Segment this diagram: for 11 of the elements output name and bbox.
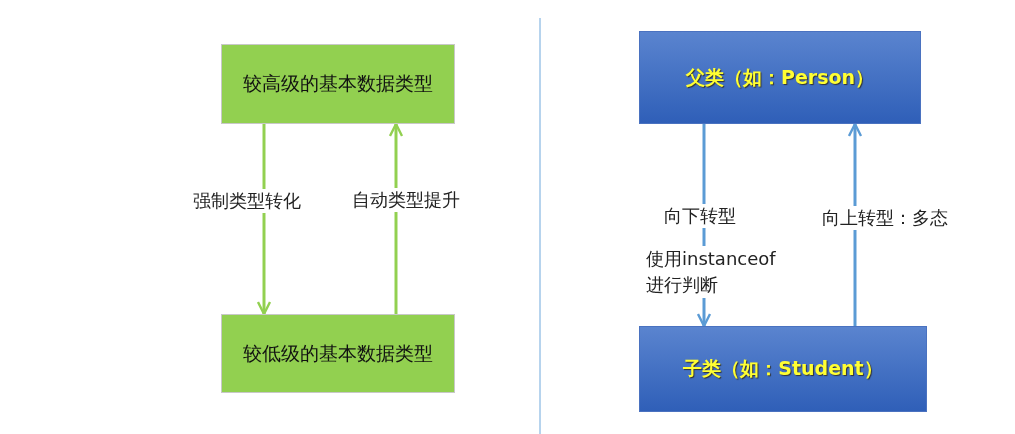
arrow xyxy=(847,122,863,326)
edge-label: 向下转型 xyxy=(664,204,736,228)
type-box: 父类（如：Person） xyxy=(639,31,921,124)
type-box: 较低级的基本数据类型 xyxy=(221,314,455,393)
edge-label: 强制类型转化 xyxy=(193,189,301,213)
edge-label: 向上转型：多态 xyxy=(822,206,948,230)
type-box: 子类（如：Student） xyxy=(639,326,927,412)
arrow xyxy=(256,124,272,316)
type-box: 较高级的基本数据类型 xyxy=(221,44,455,124)
arrow xyxy=(388,122,404,314)
edge-label: 自动类型提升 xyxy=(352,188,460,212)
